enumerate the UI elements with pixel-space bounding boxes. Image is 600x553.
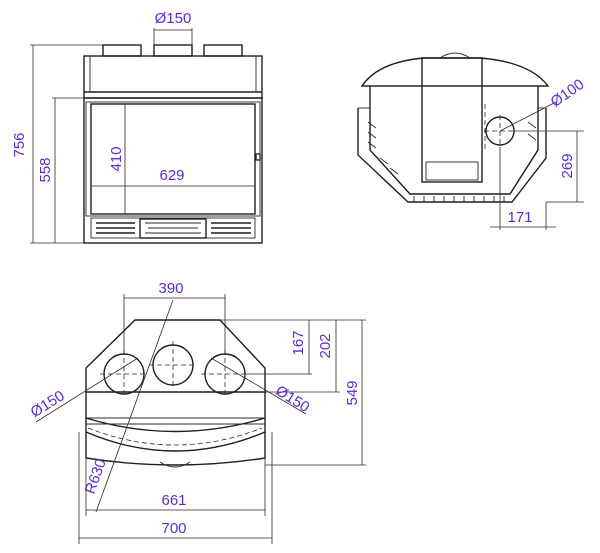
side-channel	[421, 57, 483, 183]
side-spigot-diameter-label: Ø100	[548, 76, 588, 111]
top-flue-spacing-label: 390	[158, 280, 183, 297]
top-glass-width-label: 661	[161, 492, 186, 509]
top-total-width-label: 700	[161, 520, 186, 537]
top-depth-202-dim: 202	[265, 319, 340, 393]
front-glass-height-dim: 410	[108, 104, 126, 214]
front-flue-collar-center	[153, 44, 193, 57]
top-right-flue-diameter-label: Ø150	[272, 382, 312, 416]
front-view: Ø150 756 558 410 629	[11, 10, 263, 244]
top-glass-radius-dim: R630	[82, 299, 174, 513]
top-total-width-dim: 700	[78, 432, 273, 544]
top-total-depth-label: 549	[344, 380, 361, 405]
front-door-height-dim: 558	[37, 97, 84, 243]
front-flue-diameter-dim: Ø150	[153, 10, 193, 45]
top-total-depth-dim: 549	[265, 319, 366, 466]
top-left-flue-diameter-label: Ø150	[28, 387, 68, 421]
front-door-height-label: 558	[37, 157, 54, 182]
side-spigot-height-label: 269	[559, 153, 576, 178]
top-glass-width-dim: 661	[85, 458, 266, 516]
front-glass-width-label: 629	[159, 167, 184, 184]
front-glass-height-label: 410	[108, 146, 125, 171]
side-grille	[367, 121, 537, 202]
top-depth-167-dim: 167	[220, 319, 312, 375]
front-glass-width-dim: 629	[91, 167, 255, 187]
front-total-height-dim: 756	[11, 44, 103, 244]
side-view: Ø100 269 171	[357, 52, 588, 230]
front-grille	[90, 217, 256, 239]
front-flue-diameter-label: Ø150	[155, 10, 192, 27]
side-body	[369, 86, 539, 195]
front-handle	[255, 153, 261, 161]
side-spigot-diameter-dim: Ø100	[499, 76, 588, 132]
side-spigot-offset-label: 171	[507, 209, 532, 226]
top-right-flue-diameter-dim: Ø150	[210, 357, 312, 416]
side-spigot-height-dim: 269	[514, 130, 584, 203]
front-flue-collar-right	[203, 44, 243, 57]
top-body	[85, 319, 266, 393]
front-flue-collar-left	[102, 44, 142, 57]
top-glass	[85, 418, 266, 452]
side-dome	[360, 57, 550, 87]
top-view: 390 167 202 549 Ø150	[28, 280, 366, 544]
top-depth-167-label: 167	[290, 330, 307, 355]
front-total-height-label: 756	[11, 132, 28, 157]
top-flue-spacing-dim: 390	[123, 280, 226, 354]
side-spigot-offset-dim: 171	[490, 147, 556, 230]
front-glass	[90, 103, 256, 215]
top-depth-202-label: 202	[317, 333, 334, 358]
front-body	[83, 97, 263, 244]
top-left-flue-diameter-dim: Ø150	[28, 357, 139, 423]
